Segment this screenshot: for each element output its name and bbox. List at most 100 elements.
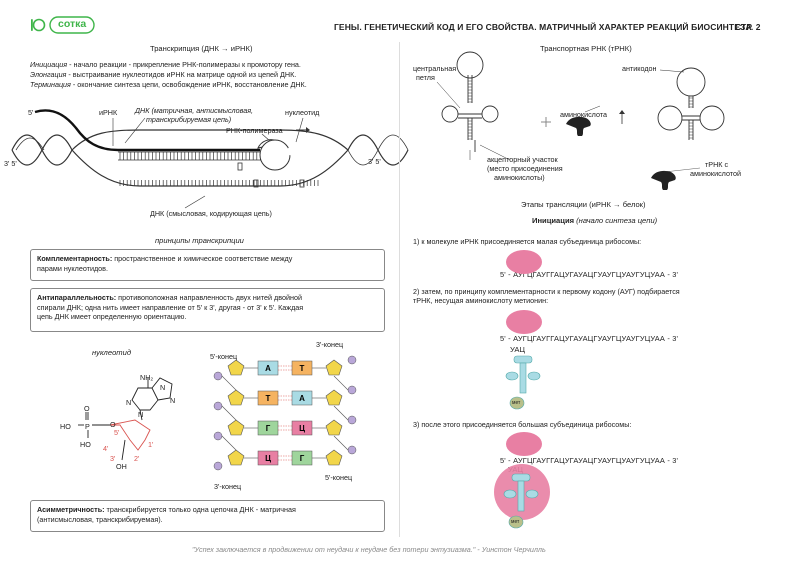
base-right — [291, 390, 313, 406]
sugar-left — [227, 389, 245, 406]
trna-with-b: аминокислотой — [690, 169, 742, 178]
complementarity-term: Комплементарность: — [37, 254, 113, 263]
base-left — [257, 390, 279, 406]
base-letter-right: Т — [300, 364, 305, 373]
label-dna-matrix-b: транскрибируемая цепь) — [146, 115, 232, 124]
base-letter-left: Г — [266, 424, 271, 433]
sugar-right — [325, 449, 343, 466]
label-irna: иРНК — [99, 108, 118, 117]
acceptor-a: акцепторный участок — [487, 155, 558, 164]
antiparallel-text-c: цепь ДНК имеет определенную ориентацию. — [37, 312, 187, 322]
asymmetry-term: Асимметричность: — [37, 505, 105, 514]
chem-n1: N — [160, 383, 166, 392]
ladder-three-top: 3'-конец — [316, 340, 344, 349]
acceptor-b: (место присоединения — [487, 164, 563, 173]
label-dna-sense: ДНК (смысловая, кодирующая цепь) — [150, 209, 272, 218]
page-number: СТР. 2 — [735, 22, 761, 32]
chem-ho2: HO — [80, 440, 91, 449]
antiparallel-text-a: противоположная направленность двух ните… — [116, 293, 302, 302]
sugar-right — [325, 359, 343, 376]
base-left — [257, 360, 279, 376]
sequence-2: 5' - АУГЦГАУГГАЦУГАУАЦГУАУГЦУАУГУЦУАА - … — [500, 334, 679, 343]
met-label-2: мет — [511, 519, 520, 525]
elongation-term: Элонгация — [30, 70, 67, 79]
base-letter-left: А — [265, 364, 271, 373]
chem-c1: 1' — [148, 440, 154, 449]
sequence-3: 5' - АУГЦГАУГГАЦУГАУАЦГУАУГЦУАУГУЦУАА - … — [500, 456, 679, 465]
trna-with-a: тРНК с — [705, 160, 729, 169]
brand-name: сотка — [58, 18, 87, 30]
phosphate-right — [347, 385, 357, 395]
step-2-a: 2) затем, по принципу комплементарности … — [413, 287, 680, 296]
phosphate-left — [213, 461, 223, 471]
base-right — [291, 450, 313, 466]
met-label-1: мет — [512, 400, 521, 406]
base-letter-right: Ц — [299, 424, 305, 433]
sugar-right — [325, 389, 343, 406]
label-three-five-left: 3' 5' — [4, 159, 17, 168]
nucleotide-title: нуклеотид — [92, 348, 132, 357]
label-five-prime: 5' — [28, 108, 34, 117]
label-dna-matrix-a: ДНК (матричная, антисмысловая, — [135, 106, 254, 115]
elongation-text: - выстраивание нуклеотидов иРНК на матри… — [66, 70, 297, 79]
chem-o1: O — [84, 404, 90, 413]
initiation-heading-bold: Инициация — [532, 216, 575, 225]
transcription-title: Транскрипция (ДНК → иРНК) — [150, 44, 253, 53]
central-loop-a: центральная — [413, 64, 457, 73]
nucleotide-structure — [78, 377, 173, 461]
antiparallel-box: Антипараллельность: противоположная напр… — [30, 288, 385, 332]
chem-ho1: HO — [60, 422, 71, 431]
column-divider — [399, 42, 400, 537]
chem-c5: 5' — [114, 428, 120, 437]
base-left — [257, 450, 279, 466]
initiation-text: - начало реакции - прикрепление РНК-поли… — [67, 60, 301, 69]
termination-text: - окончание синтеза цепи, освобождение и… — [70, 80, 307, 89]
chem-c4: 4' — [103, 444, 109, 453]
chem-p: P — [85, 422, 90, 431]
label-nucleotide: нуклеотид — [285, 108, 320, 117]
termination-term: Терминация — [30, 80, 71, 89]
brand-logo[interactable]: сотка — [30, 16, 110, 34]
central-loop-b: петля — [416, 73, 435, 82]
amino-acid-label: аминокислота — [560, 110, 607, 119]
trna-title: Транспортная РНК (тРНК) — [540, 44, 632, 53]
complementarity-text-a: пространственное и химическое соответств… — [112, 254, 293, 263]
chem-n3: N — [126, 398, 132, 407]
ladder-five-bottom: 5'-конец — [325, 473, 353, 482]
chem-nh2: NH₂ — [140, 373, 154, 382]
stages-title: Этапы трансляции (иРНК → белок) — [521, 200, 646, 209]
uac-label-1: УАЦ — [510, 345, 525, 354]
page-title: ГЕНЫ. ГЕНЕТИЧЕСКИЙ КОД И ЕГО СВОЙСТВА. М… — [334, 22, 752, 32]
complementarity-text-b: парами нуклеотидов. — [37, 263, 108, 273]
label-polymerase: РНК-полимераза — [226, 126, 283, 135]
phosphate-right — [347, 415, 357, 425]
logo-icon — [31, 16, 95, 34]
anticodon-label: антикодон — [622, 64, 657, 73]
ladder-three-bottom: 3'-конец — [214, 482, 242, 491]
base-letter-right: Г — [300, 454, 305, 463]
chem-o2: O — [110, 420, 116, 429]
asymmetry-text-a: транскрибируется только одна цепочка ДНК… — [104, 505, 296, 514]
initiation-term: Инициация — [30, 60, 68, 69]
phosphate-right — [347, 355, 357, 365]
termination-line: Терминация - окончание синтеза цепи, осв… — [30, 80, 307, 89]
initiation-heading-italic: (начало синтеза цепи) — [574, 216, 658, 225]
sugar-right — [325, 419, 343, 436]
asymmetry-box: Асимметричность: транскрибируется только… — [30, 500, 385, 532]
initiation-line: Инициация - начало реакции - прикреплени… — [30, 60, 301, 69]
base-right — [291, 420, 313, 436]
base-left — [257, 420, 279, 436]
phosphate-right — [347, 445, 357, 455]
elongation-line: Элонгация - выстраивание нуклеотидов иРН… — [30, 70, 296, 79]
principles-title: принципы транскрипции — [155, 236, 244, 245]
antiparallel-term: Антипараллельность: — [37, 293, 117, 302]
ladder-five-top: 5'-конец — [210, 352, 238, 361]
acceptor-c: аминокислоты) — [494, 173, 545, 182]
step-1: 1) к молекуле иРНК присоединяется малая … — [413, 237, 642, 246]
base-letter-left: Т — [266, 394, 271, 403]
